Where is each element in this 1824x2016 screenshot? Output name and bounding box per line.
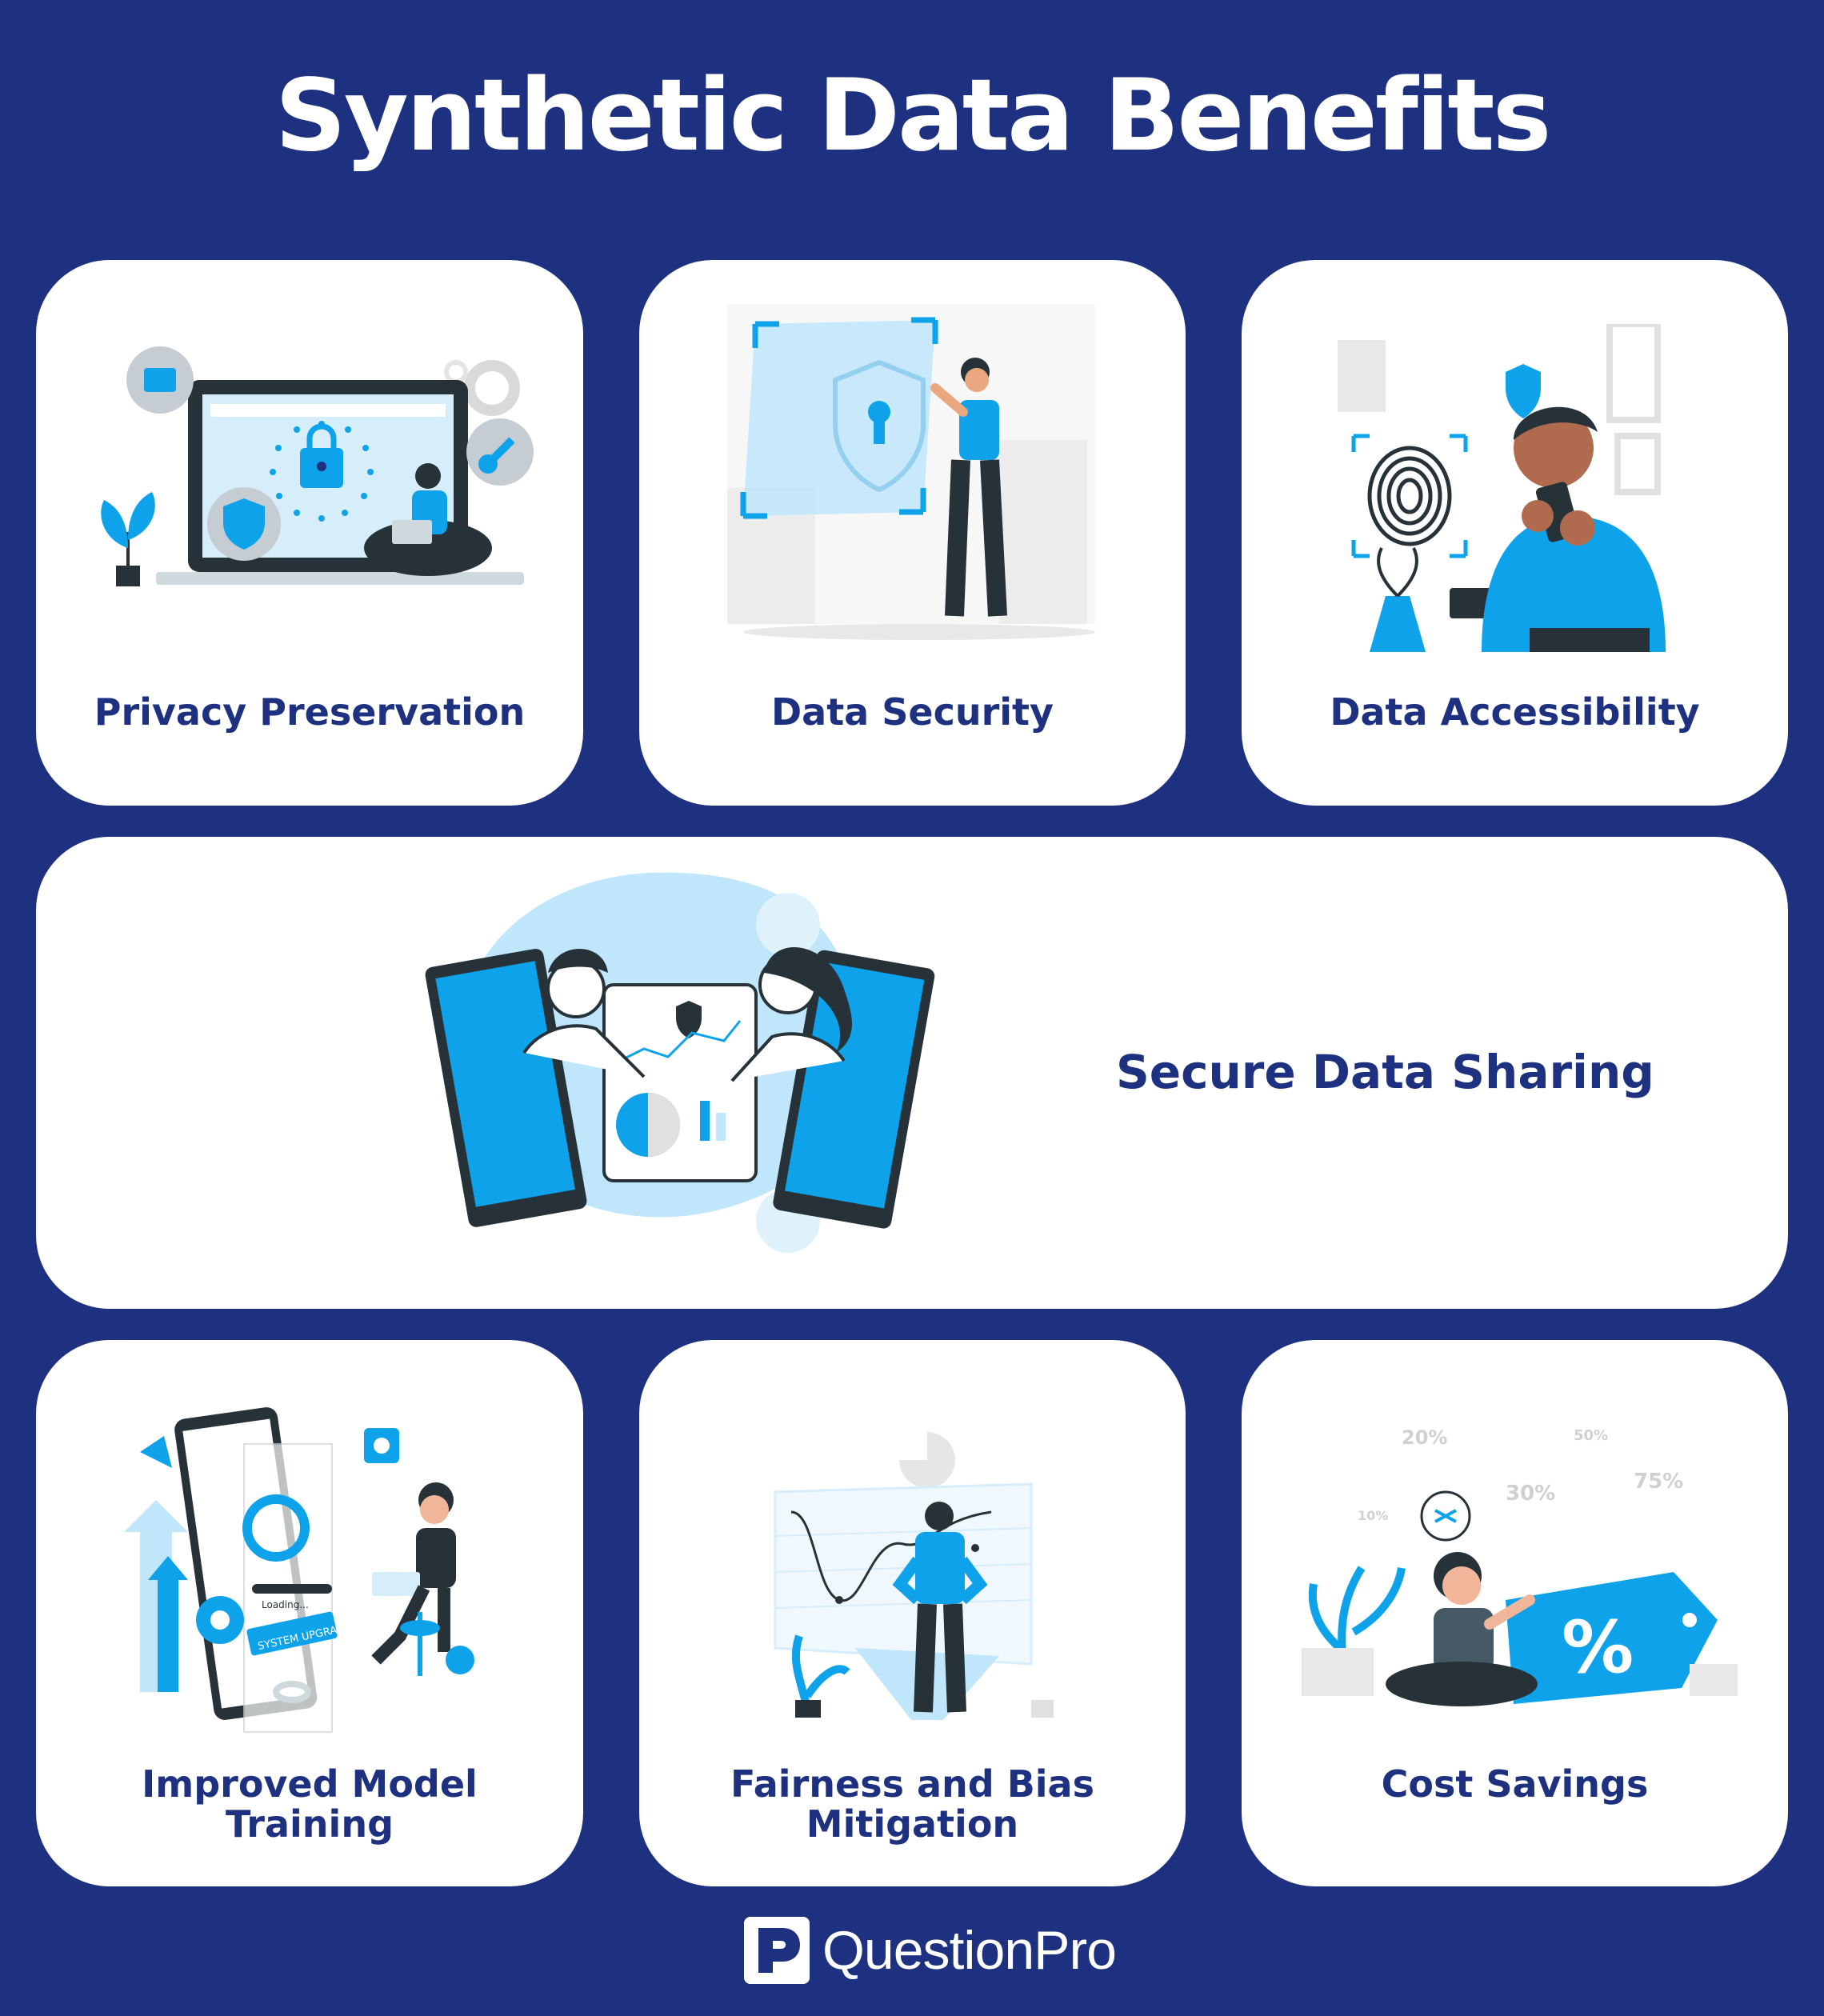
discount-50-text: 50% <box>1574 1427 1608 1444</box>
card-privacy-preservation: Privacy Preservation <box>36 260 583 806</box>
system-upgrade-icon: Loading... SYSTEM UPGRADE <box>124 1407 474 1733</box>
questionpro-logo-icon <box>744 1917 810 1984</box>
discount-10-text: 10% <box>1358 1508 1388 1523</box>
card-cost-savings: 20% 30% 50% 75% 10% % Cost Savings <box>1242 1340 1788 1886</box>
card-label-line1: Fairness and Bias <box>730 1762 1094 1806</box>
card-label-line2: Mitigation <box>806 1802 1019 1846</box>
loading-text: Loading... <box>262 1599 309 1610</box>
card-label-line1: Improved Model <box>142 1762 478 1806</box>
card-secure-data-sharing: Secure Data Sharing <box>36 837 1788 1309</box>
card-label: Secure Data Sharing <box>1116 1045 1654 1099</box>
person-viewing-chart-icon <box>774 1432 1054 1720</box>
privacy-laptop-lock-icon <box>101 346 534 586</box>
card-label: Privacy Preservation <box>94 690 526 734</box>
fingerprint-phone-icon <box>1338 324 1666 652</box>
discount-30-text: 30% <box>1506 1482 1555 1506</box>
card-improved-model-training: Loading... SYSTEM UPGRADE Improved Model… <box>36 1340 583 1886</box>
card-label: Data Security <box>770 690 1054 734</box>
phones-sharing-document-icon <box>425 872 935 1253</box>
shield-keyhole-icon <box>727 304 1095 640</box>
questionpro-logo: QuestionPro <box>744 1914 1117 1986</box>
card-data-accessibility: Data Accessibility <box>1242 260 1788 806</box>
card-label: Data Accessibility <box>1330 690 1700 734</box>
percent-sign-text: % <box>1562 1606 1634 1690</box>
card-data-security: Data Security <box>639 260 1186 806</box>
card-label: Fairness and Bias Mitigation <box>639 1764 1186 1844</box>
card-fairness-and-bias-mitigation: Fairness and Bias Mitigation <box>639 1340 1186 1886</box>
page-title: Synthetic Data Benefits <box>274 58 1552 174</box>
card-label: Cost Savings <box>1381 1762 1649 1806</box>
card-label: Improved Model Training <box>36 1764 583 1844</box>
discount-75-text: 75% <box>1634 1470 1683 1494</box>
percent-price-tag-icon: 20% 30% 50% 75% 10% % <box>1302 1426 1738 1706</box>
card-label-line2: Training <box>225 1802 394 1846</box>
brand-name: QuestionPro <box>822 1920 1117 1981</box>
discount-20-text: 20% <box>1402 1426 1447 1449</box>
